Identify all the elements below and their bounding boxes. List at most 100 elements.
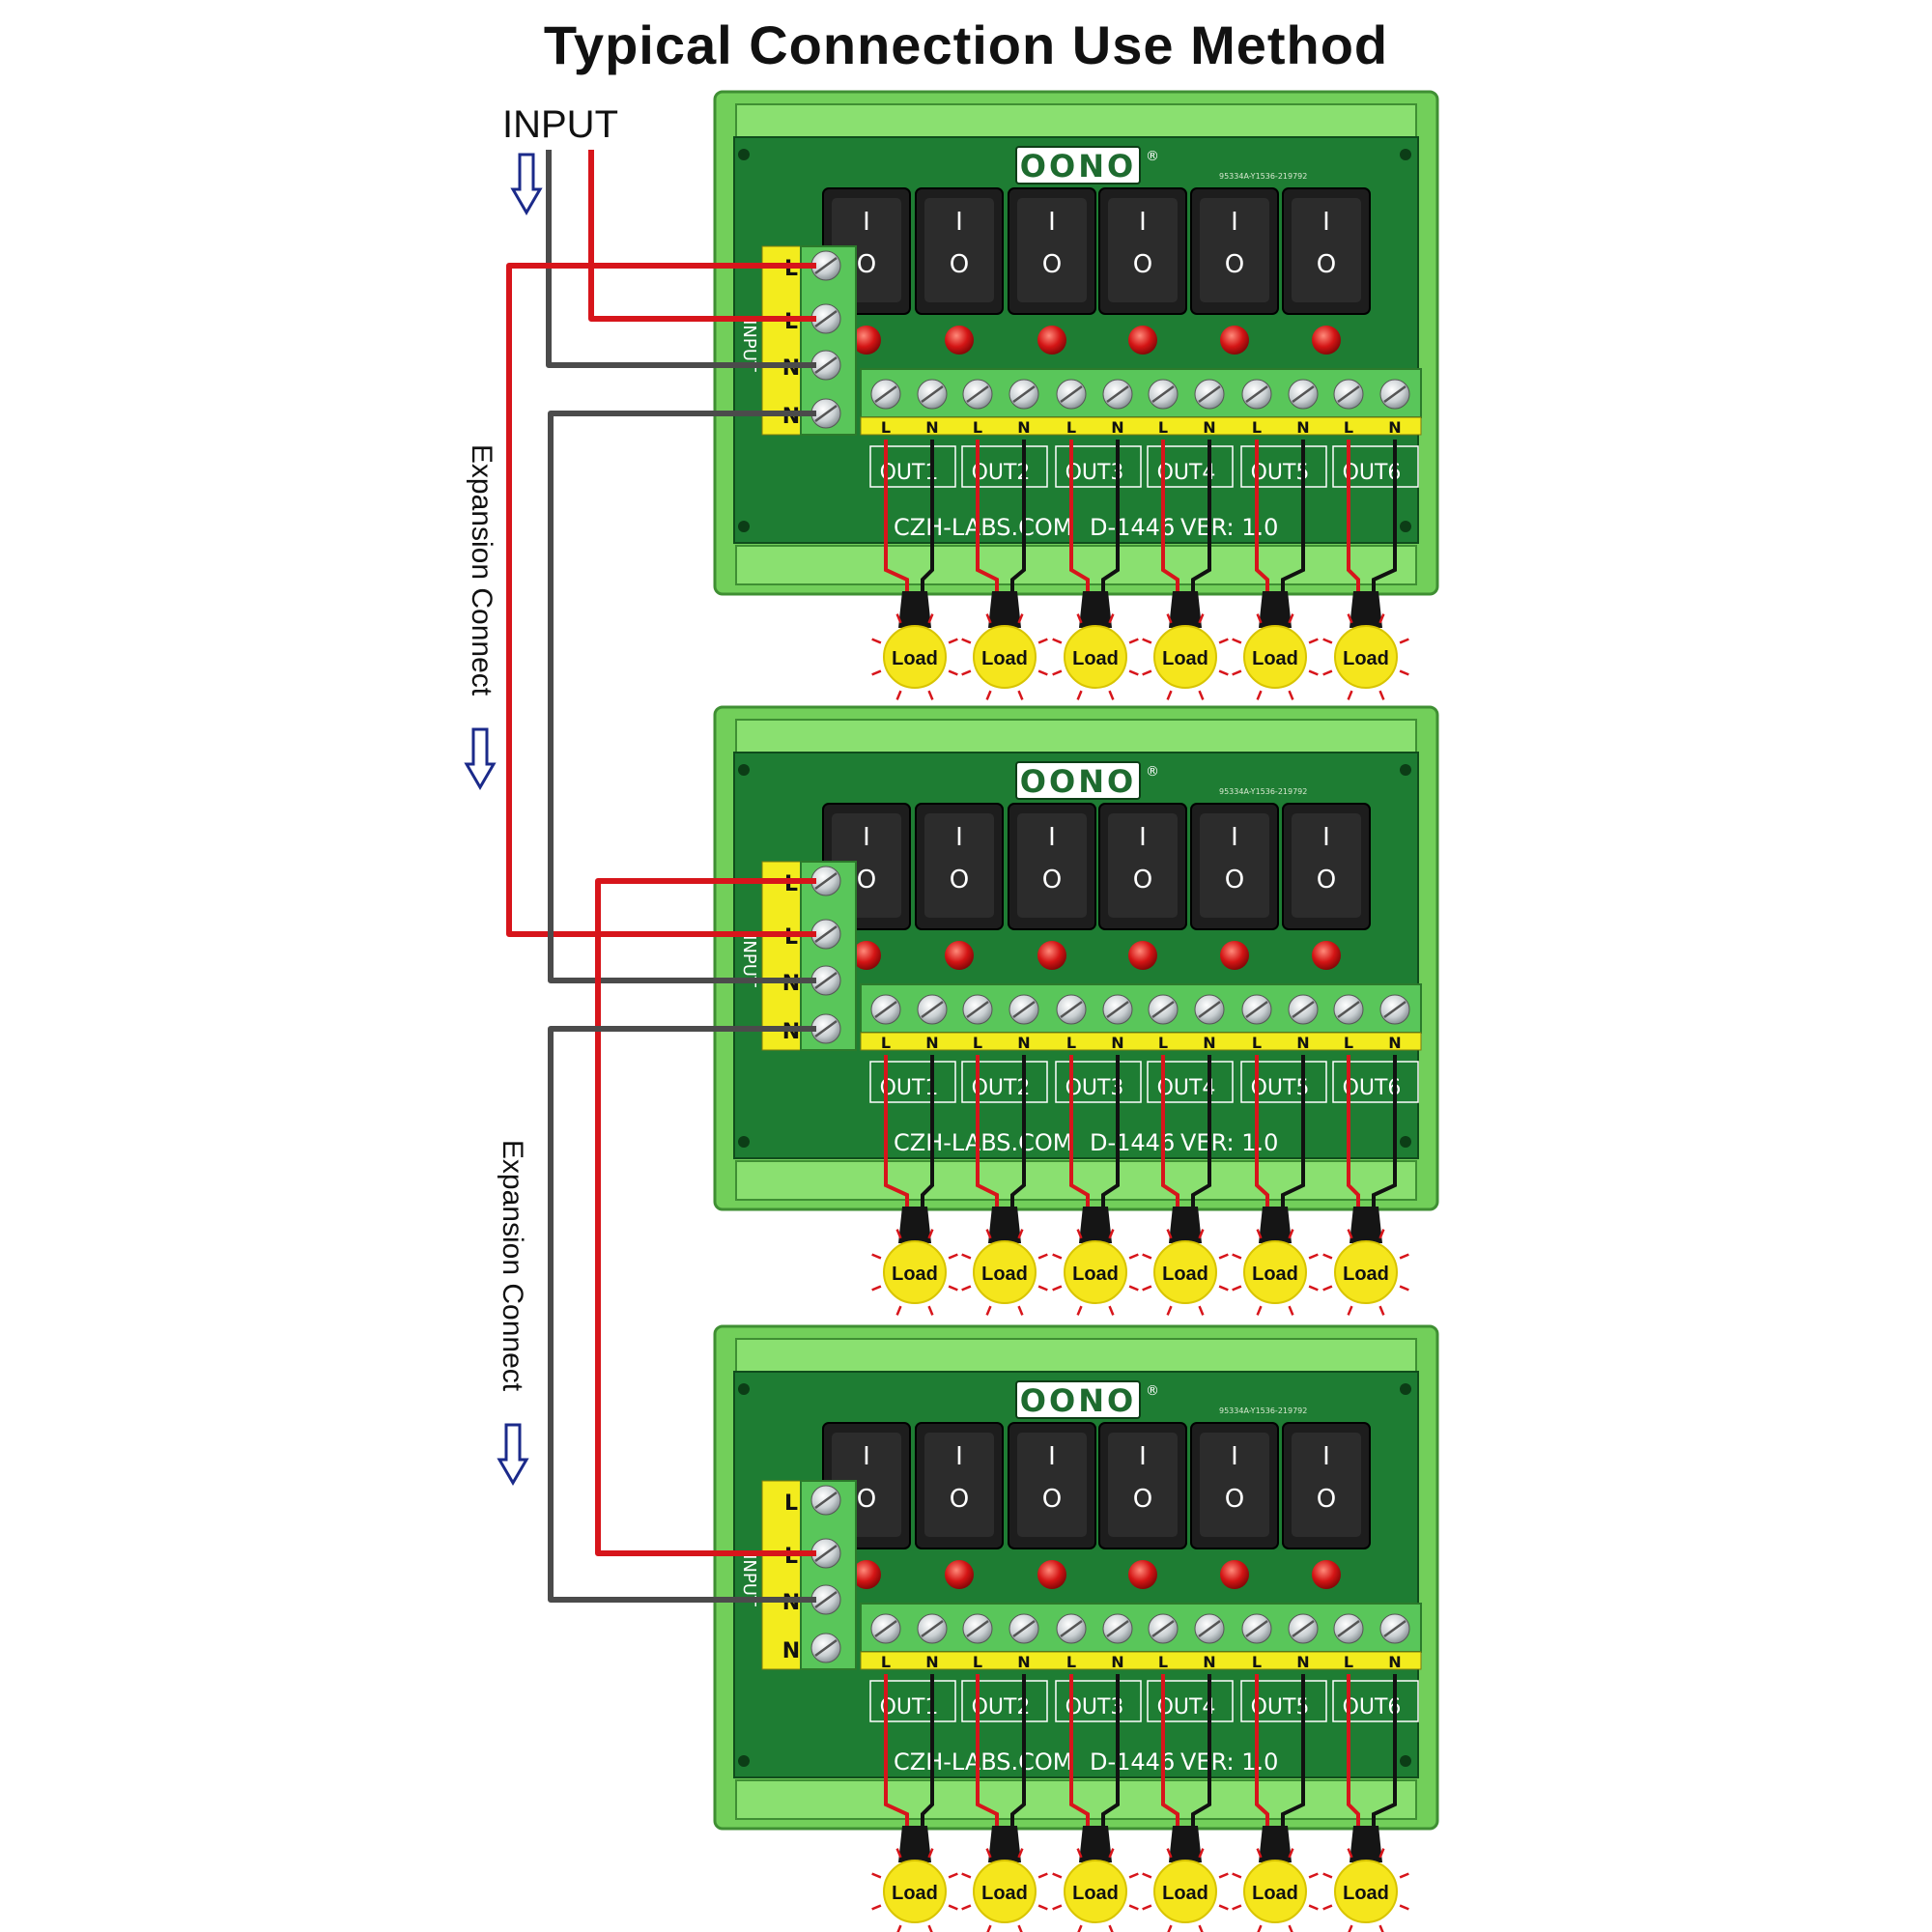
indicator-led xyxy=(1312,1560,1341,1589)
load-neutral-wire xyxy=(1101,1055,1120,1209)
bulb-ray xyxy=(1037,1904,1048,1911)
bulb-ray xyxy=(871,669,882,676)
bulb-ray xyxy=(1322,638,1333,644)
load-label: Load xyxy=(892,1264,938,1285)
load-neutral-wire xyxy=(1010,440,1026,594)
bulb-ray xyxy=(948,1285,958,1292)
screw-slot xyxy=(874,1619,897,1638)
bulb-ray xyxy=(1378,1229,1385,1239)
out-silkscreen-box xyxy=(1055,1680,1142,1722)
bulb-ray xyxy=(1052,1285,1063,1292)
website-silkscreen: CZH-LABS.COM xyxy=(894,514,1073,541)
screw-slot xyxy=(966,1619,989,1638)
bulb-ray xyxy=(927,1848,934,1859)
load-neutral-wire xyxy=(1372,1055,1397,1209)
load-label: Load xyxy=(892,1883,938,1904)
load-neutral-wire xyxy=(1372,1674,1397,1829)
bulb-base xyxy=(1350,1207,1382,1243)
rocker-face xyxy=(1108,813,1178,918)
switch-on-symbol: I xyxy=(955,823,963,852)
bulb-ray xyxy=(1256,690,1263,700)
load-label: Load xyxy=(892,648,938,669)
load-label: Load xyxy=(1252,1883,1298,1904)
output-label: OUT5 xyxy=(1251,1695,1310,1719)
rocker-face xyxy=(924,1433,994,1537)
indicator-led xyxy=(1128,326,1157,355)
output-label: OUT4 xyxy=(1157,461,1216,485)
screw-slot xyxy=(1292,1000,1315,1019)
screw-slot xyxy=(814,256,838,275)
bulb-ray xyxy=(961,1253,972,1260)
switch-off-symbol: O xyxy=(1133,866,1152,895)
website-silkscreen: CZH-LABS.COM xyxy=(894,1129,1073,1156)
bulb-base xyxy=(988,1207,1021,1243)
bulb-base xyxy=(1169,591,1202,628)
load-circle xyxy=(1064,625,1127,689)
load-bulb: Load xyxy=(961,1055,1048,1316)
bulb-ray xyxy=(1166,613,1173,624)
mounting-hole xyxy=(1400,764,1411,776)
load-bulb: Load xyxy=(871,1674,958,1932)
bulb-ray xyxy=(1076,1848,1083,1859)
indicator-led xyxy=(1312,941,1341,970)
load-label: Load xyxy=(1343,1883,1389,1904)
switch-on-symbol: I xyxy=(863,823,870,852)
rocker-face xyxy=(924,813,994,918)
bulb-base xyxy=(1350,591,1382,628)
load-circle xyxy=(1334,1860,1398,1923)
switch-off-symbol: O xyxy=(1225,1485,1244,1514)
bulb-ray xyxy=(1378,613,1385,624)
switch-on-symbol: I xyxy=(863,208,870,237)
switch-on-symbol: I xyxy=(1139,823,1147,852)
out-pin-label: N xyxy=(925,1034,938,1052)
out-pin-label: L xyxy=(1252,1034,1262,1052)
bulb-base xyxy=(1079,1207,1112,1243)
load-bulb: Load xyxy=(961,1674,1048,1932)
bulb-ray xyxy=(1256,1229,1263,1239)
load-bulb: Load xyxy=(1142,440,1229,700)
screw-slot xyxy=(814,355,838,375)
bulb-ray xyxy=(1232,1872,1242,1879)
mounting-hole xyxy=(1400,521,1411,532)
bulb-ray xyxy=(1076,1229,1083,1239)
switch-off-symbol: O xyxy=(1317,250,1336,279)
bulb-ray xyxy=(1128,638,1139,644)
indicator-led xyxy=(852,326,881,355)
bulb-ray xyxy=(1108,1305,1115,1316)
out-silkscreen-box xyxy=(961,1680,1048,1722)
registered-mark: ® xyxy=(1146,149,1159,164)
bulb-ray xyxy=(1347,1305,1353,1316)
load-circle xyxy=(1153,1860,1217,1923)
mounting-hole xyxy=(738,1136,750,1148)
input-terminal-letter: N xyxy=(782,356,800,381)
switch-on-symbol: I xyxy=(1231,1442,1238,1471)
load-bulb: Load xyxy=(1052,1674,1139,1932)
mounting-hole xyxy=(1400,1136,1411,1148)
rocker-face xyxy=(1017,813,1087,918)
bulb-ray xyxy=(948,1872,958,1879)
screw-slot xyxy=(1106,1000,1129,1019)
switch-off-symbol: O xyxy=(950,1485,969,1514)
screw-slot xyxy=(921,1000,944,1019)
load-label: Load xyxy=(981,648,1028,669)
bulb-ray xyxy=(895,1305,902,1316)
bulb-ray xyxy=(871,1872,882,1879)
screw-slot xyxy=(1292,384,1315,404)
bulb-ray xyxy=(871,1253,882,1260)
bulb-ray xyxy=(1166,690,1173,700)
load-label: Load xyxy=(1162,1883,1208,1904)
bulb-ray xyxy=(1052,1872,1063,1879)
switch-on-symbol: I xyxy=(1322,823,1330,852)
bulb-ray xyxy=(1128,1285,1139,1292)
bulb-ray xyxy=(895,1229,902,1239)
rail-bottom-bar xyxy=(735,1160,1417,1201)
bulb-ray xyxy=(1128,1904,1139,1911)
switch-off-symbol: O xyxy=(1317,866,1336,895)
switch-on-symbol: I xyxy=(863,1442,870,1471)
bulb-ray xyxy=(1218,1253,1229,1260)
out-pin-label: L xyxy=(1252,418,1262,437)
bulb-ray xyxy=(1108,1924,1114,1932)
expansion-connect-label: Expansion Connect xyxy=(497,1140,528,1392)
load-neutral-wire xyxy=(1010,1055,1026,1209)
bulb-ray xyxy=(1218,1285,1229,1292)
